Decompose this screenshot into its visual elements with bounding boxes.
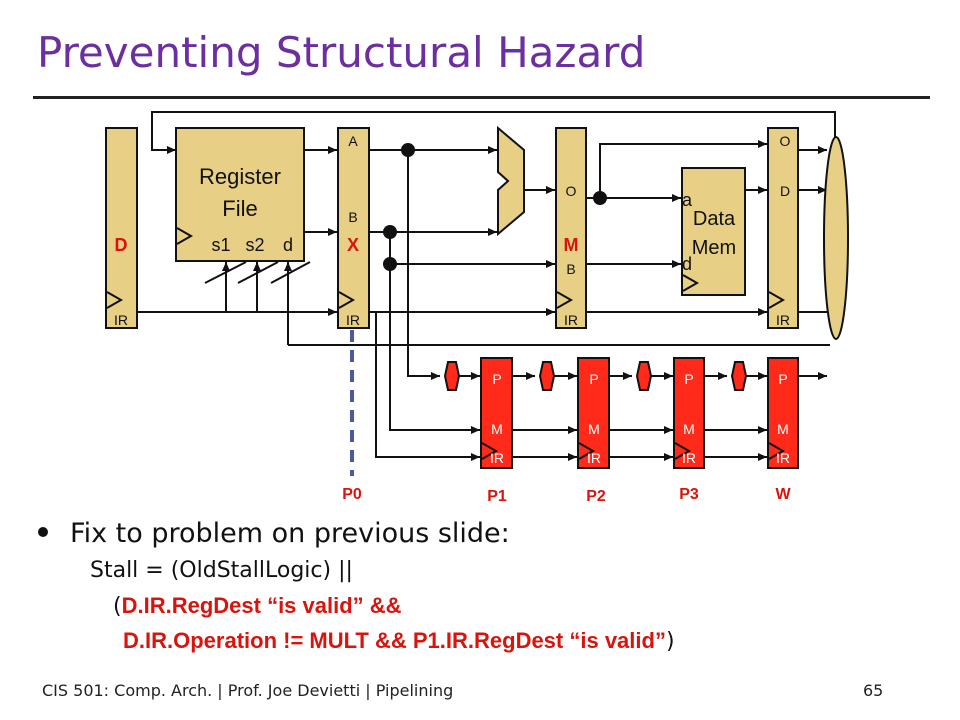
mult-ir-label: IR (490, 450, 504, 466)
m-latch (555, 127, 587, 329)
mem-data-label: d (682, 254, 692, 274)
clock-icon (768, 291, 786, 309)
latch-b-label: B (566, 261, 575, 277)
title-underline (33, 96, 930, 99)
ir-label: IR (114, 312, 128, 328)
clock-icon (481, 442, 499, 460)
alu-icon (497, 125, 525, 237)
ir-label: IR (564, 312, 578, 328)
data-memory (681, 167, 746, 296)
clock-icon (578, 442, 596, 460)
stall-condition-line1: (D.IR.RegDest “is valid” && (113, 593, 402, 619)
latch-o-label: O (566, 183, 577, 199)
wires (138, 111, 836, 461)
writeback-mux (823, 136, 849, 340)
mult-latch-p3 (673, 357, 705, 469)
clock-icon (768, 442, 786, 460)
x-latch (337, 127, 370, 329)
mult-p-label: P (778, 371, 787, 387)
latch-b-label: B (348, 209, 357, 225)
stage-label-w: W (775, 486, 791, 503)
mult-latch-p1 (480, 357, 513, 469)
stage-d-label: D (115, 235, 128, 255)
stage-label-p0: P0 (342, 486, 362, 503)
register-file-label: File (222, 196, 257, 221)
ir-label: IR (346, 312, 360, 328)
latch-a-label: A (348, 133, 358, 149)
mult-p-label: P (492, 371, 501, 387)
mult-p-label: P (589, 371, 598, 387)
condition-regdest-valid: D.IR.RegDest “is valid” && (121, 593, 402, 618)
clock-icon (106, 291, 124, 309)
mult-m-label: M (777, 421, 789, 437)
mult-m-label: M (683, 421, 695, 437)
clock-icon (682, 274, 700, 292)
mult-unit-icon (443, 361, 461, 391)
multiplier-pipeline (443, 357, 799, 469)
clock-icon (176, 227, 194, 245)
port-s1-label: s1 (211, 235, 230, 255)
clock-icon (338, 291, 356, 309)
mult-p-label: P (684, 371, 693, 387)
stage-label-p2: P2 (586, 488, 606, 505)
clock-icon (674, 442, 692, 460)
register-file (175, 127, 305, 262)
stage-label-p3: P3 (679, 486, 699, 503)
stall-condition-line2: D.IR.Operation != MULT && P1.IR.RegDest … (123, 628, 675, 654)
stall-equation: Stall = (OldStallLogic) || (90, 558, 353, 583)
mult-ir-label: IR (776, 450, 790, 466)
wire-junctions (383, 143, 607, 271)
register-file-label: Register (199, 164, 281, 189)
port-d-label: d (283, 235, 293, 255)
mult-ir-label: IR (587, 450, 601, 466)
stage-x-label: X (347, 235, 359, 255)
mult-m-label: M (491, 421, 503, 437)
latch-o-label: O (780, 133, 791, 149)
slide-footer: CIS 501: Comp. Arch. | Prof. Joe Deviett… (42, 681, 454, 700)
condition-mult-check: D.IR.Operation != MULT && P1.IR.RegDest … (123, 628, 666, 653)
stage-label-p1: P1 (487, 488, 507, 505)
mult-latch-w (767, 357, 799, 469)
clock-triangles (106, 227, 786, 460)
clock-icon (556, 291, 574, 309)
mult-unit-icon (730, 361, 748, 391)
bullet-point: Fix to problem on previous slide: (38, 518, 510, 549)
mem-address-label: a (682, 190, 693, 210)
data-mem-label: Data (693, 208, 736, 230)
bullet-text: Fix to problem on previous slide: (70, 518, 510, 549)
stage-m-label: M (564, 235, 579, 255)
mult-m-label: M (588, 421, 600, 437)
w-latch (767, 127, 799, 329)
condition-open-paren: ( (113, 594, 122, 619)
slide-title: Preventing Structural Hazard (37, 28, 646, 77)
mult-ir-label: IR (682, 450, 696, 466)
latch-d-label: D (780, 183, 790, 199)
page-number: 65 (863, 681, 884, 700)
mult-latch-p2 (577, 357, 610, 469)
data-mem-label: Mem (692, 237, 736, 259)
d-latch (105, 127, 138, 329)
condition-close-paren: ) (665, 629, 675, 654)
ir-label: IR (776, 312, 790, 328)
bullet-dot-icon (38, 526, 48, 537)
mult-unit-icon (635, 361, 653, 391)
port-s2-label: s2 (245, 235, 264, 255)
mult-unit-icon (538, 361, 556, 391)
